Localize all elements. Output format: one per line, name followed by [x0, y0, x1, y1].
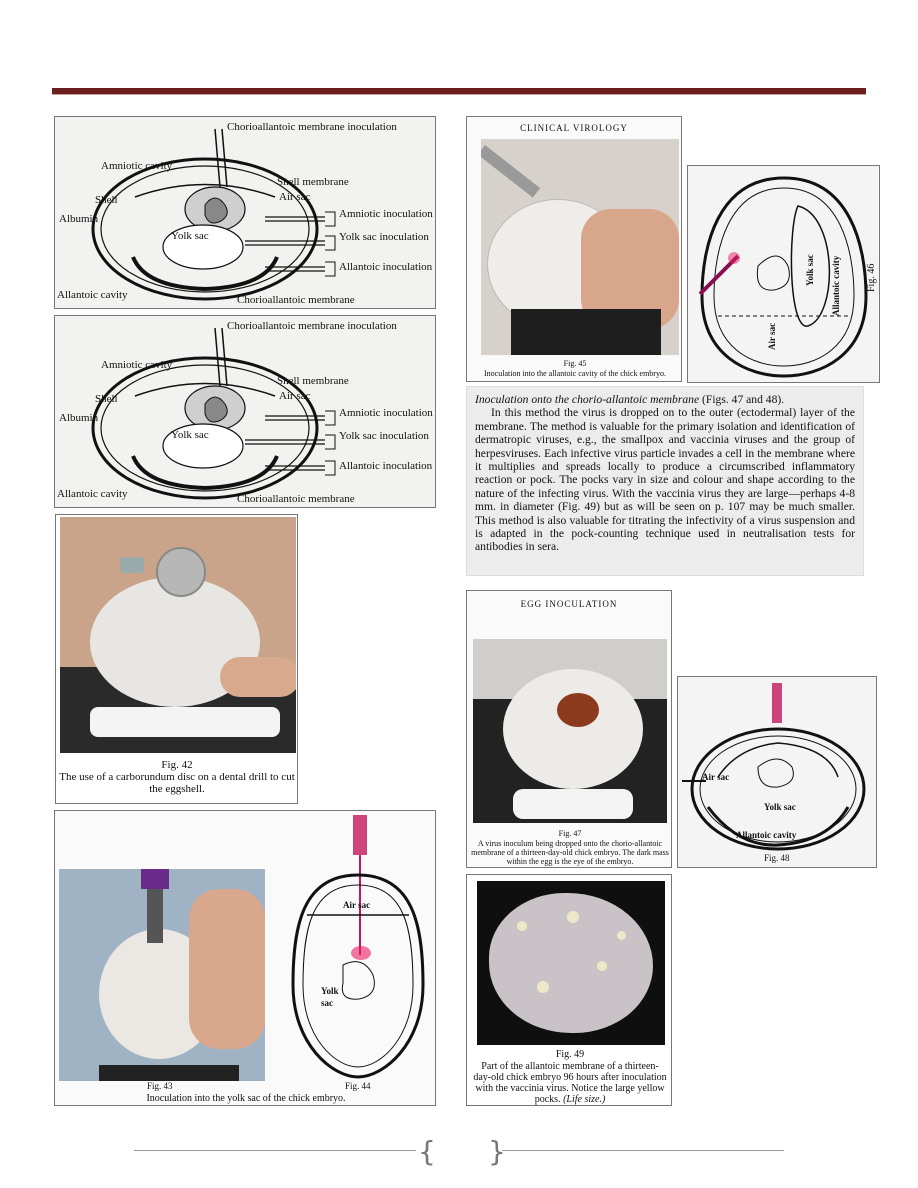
- egg-diagram-drawing: [91, 128, 336, 301]
- text-heading-line: Inoculation onto the chorio-allantoic me…: [475, 393, 855, 406]
- fig44-yolk-sac: Yolk sac: [321, 986, 339, 1008]
- fig49-label: Fig. 49: [555, 1049, 585, 1060]
- label-chorioallantoic-inoculation: Chorioallantoic membrane inoculation: [227, 121, 397, 133]
- fig45-caption: Inoculation into the allantoic cavity of…: [484, 369, 666, 378]
- fig43-label: Fig. 43: [147, 1081, 173, 1091]
- label-yolk-sac-inoculation: Yolk sac inoculation: [339, 231, 429, 243]
- fig47-header: EGG INOCULATION: [520, 599, 618, 609]
- fig47-caption: A virus inoculum being dropped onto the …: [471, 839, 669, 866]
- footer-rule-right: [502, 1150, 784, 1151]
- figure-46: Air sac Yolk sac Allantoic cavity Fig. 4…: [687, 165, 880, 383]
- label-shell-membrane: Shell membrane: [277, 375, 349, 387]
- drill-photo: [60, 517, 296, 753]
- fig42-caption: The use of a carborundum disc on a denta…: [59, 771, 295, 795]
- label-yolk-sac-inoculation: Yolk sac inoculation: [339, 430, 429, 442]
- egg-diagram-1: Chorioallantoic membrane inoculation Amn…: [54, 116, 436, 309]
- allantoic-inoculation-photo: [481, 139, 679, 355]
- fig46-air-sac: Air sac: [767, 322, 777, 350]
- fig48-air-sac: Air sac: [702, 772, 730, 782]
- footer-brace-right: }: [488, 1135, 506, 1168]
- fig42-label: Fig. 42: [161, 759, 193, 771]
- yolk-sac-diagram: [291, 815, 425, 1079]
- label-air-sac: Air sac: [279, 191, 311, 203]
- fig45-header: CLINICAL VIROLOGY: [520, 123, 628, 133]
- label-allantoic-cavity: Allantoic cavity: [57, 488, 128, 500]
- fig48-yolk-sac: Yolk sac: [764, 802, 796, 812]
- figure-45: CLINICAL VIROLOGY Fig. 45 Inoculation in…: [466, 116, 682, 382]
- egg-diagram-drawing: [91, 327, 336, 500]
- fig46-label: Fig. 46: [866, 263, 877, 292]
- label-allantoic-inoculation: Allantoic inoculation: [339, 460, 433, 472]
- fig46-allantoic-cavity: Allantoic cavity: [831, 255, 841, 316]
- figure-48: Air sac Yolk sac Allantoic cavity Fig. 4…: [677, 676, 877, 868]
- fig49-caption-block: Part of the allantoic membrane of a thir…: [473, 1061, 667, 1105]
- fig49-caption: Part of the allantoic membrane of a thir…: [473, 1061, 667, 1105]
- label-amniotic-inoculation: Amniotic inoculation: [339, 208, 433, 220]
- figure-43-44: Air sac Yolk sac Fig. 43 Fig. 44 Inocula…: [54, 810, 436, 1106]
- label-allantoic-cavity: Allantoic cavity: [57, 289, 128, 301]
- label-albumin: Albumin: [59, 213, 99, 225]
- label-shell: Shell: [95, 393, 118, 405]
- label-amniotic-inoculation: Amniotic inoculation: [339, 407, 433, 419]
- fig49-caption-tail: (Life size.): [563, 1094, 606, 1105]
- fig44-air-sac: Air sac: [343, 900, 371, 910]
- label-allantoic-inoculation: Allantoic inoculation: [339, 261, 433, 273]
- label-amniotic-cavity: Amniotic cavity: [101, 160, 173, 172]
- allantoic-diagram: [698, 176, 868, 378]
- text-body: In this method the virus is dropped on t…: [475, 406, 855, 554]
- footer-rule-left: [134, 1150, 416, 1151]
- figure-47: EGG INOCULATION Fig. 47 A virus inoculum…: [466, 590, 672, 868]
- fig43-44-caption: Inoculation into the yolk sac of the chi…: [146, 1093, 346, 1104]
- pock-membrane-photo: [477, 881, 665, 1045]
- label-chorioallantoic-inoculation: Chorioallantoic membrane inoculation: [227, 320, 397, 332]
- text-heading-ref: (Figs. 47 and 48).: [699, 393, 785, 406]
- fig45-label: Fig. 45: [563, 359, 587, 368]
- fig48-label: Fig. 48: [764, 853, 790, 863]
- label-yolk-sac: Yolk sac: [171, 429, 209, 441]
- label-shell: Shell: [95, 194, 118, 206]
- footer-brace-left: {: [418, 1135, 436, 1168]
- chorio-allantoic-text: Inoculation onto the chorio-allantoic me…: [466, 386, 864, 576]
- egg-diagram-2: Chorioallantoic membrane inoculation Amn…: [54, 315, 436, 508]
- fig48-allantoic-cavity: Allantoic cavity: [736, 830, 797, 840]
- figure-49: Fig. 49 Part of the allantoic membrane o…: [466, 874, 672, 1106]
- label-albumin: Albumin: [59, 412, 99, 424]
- chorioallantoic-inoculation-photo: [473, 639, 667, 823]
- figure-42: Fig. 42 The use of a carborundum disc on…: [55, 514, 298, 804]
- top-rule: [52, 88, 866, 95]
- chorioallantoic-diagram: [682, 683, 866, 851]
- fig46-yolk-sac: Yolk sac: [805, 254, 815, 286]
- label-air-sac: Air sac: [279, 390, 311, 402]
- yolk-sac-inoculation-photo: [59, 869, 265, 1081]
- label-chorioallantoic-membrane: Chorioallantoic membrane: [237, 493, 355, 505]
- label-yolk-sac: Yolk sac: [171, 230, 209, 242]
- label-chorioallantoic-membrane: Chorioallantoic membrane: [237, 294, 355, 306]
- text-heading: Inoculation onto the chorio-allantoic me…: [475, 393, 700, 406]
- label-shell-membrane: Shell membrane: [277, 176, 349, 188]
- fig44-label: Fig. 44: [345, 1081, 371, 1091]
- label-amniotic-cavity: Amniotic cavity: [101, 359, 173, 371]
- fig47-label: Fig. 47: [558, 829, 582, 838]
